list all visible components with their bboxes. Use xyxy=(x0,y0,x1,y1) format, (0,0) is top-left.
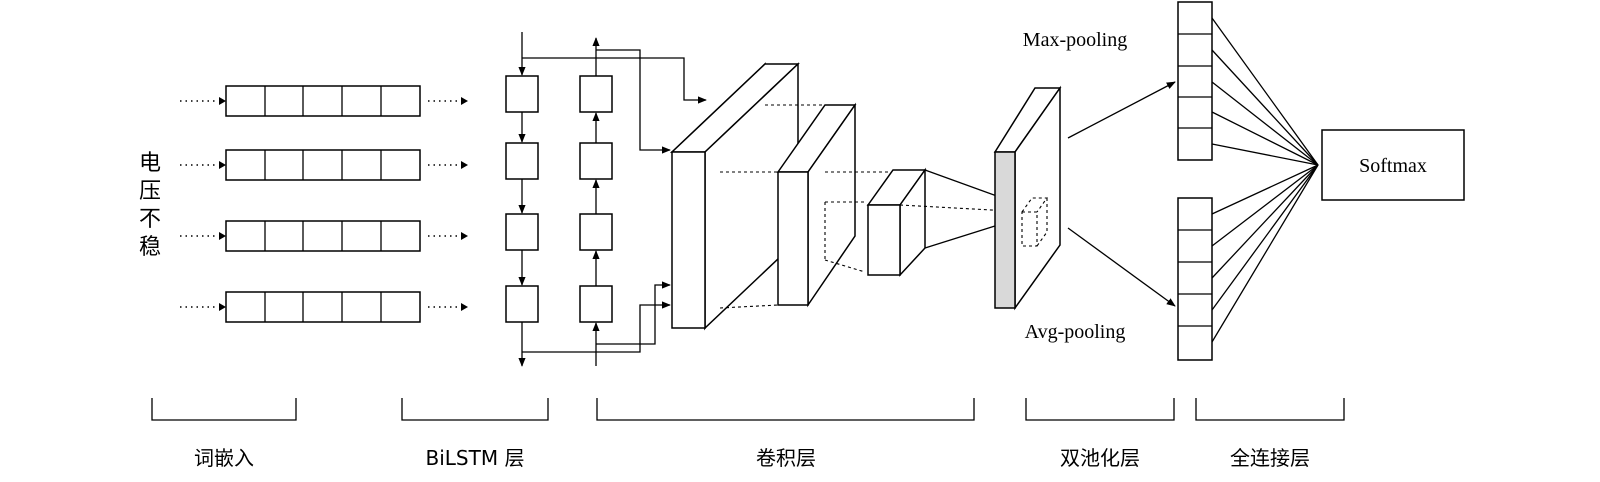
embedding-row xyxy=(180,85,468,117)
lstm-cell xyxy=(579,75,613,113)
lstm-cell xyxy=(579,213,613,251)
section-label-pooling: 双池化层 xyxy=(1060,446,1140,470)
avg-pooling-label: Avg-pooling xyxy=(1025,321,1126,343)
input-char-4: 稳 xyxy=(139,235,161,260)
fully-connected-layer xyxy=(1177,1,1319,361)
softmax-label: Softmax xyxy=(1359,155,1427,177)
convolution-layer xyxy=(670,62,1031,331)
bracket-embedding xyxy=(151,398,297,421)
embedding-vector xyxy=(225,149,421,181)
section-label-bilstm: BiLSTM 层 xyxy=(426,446,525,470)
bracket-bilstm xyxy=(401,398,549,421)
fc-vector-top xyxy=(1177,1,1213,161)
bilstm-layer xyxy=(505,32,707,367)
input-characters: 电 压 不 稳 xyxy=(139,151,161,260)
pooling-window-cube xyxy=(1021,197,1049,247)
fc-vector-bottom xyxy=(1177,197,1213,361)
fc-to-softmax-connections xyxy=(1211,17,1319,343)
conv-feature-map-1 xyxy=(670,62,800,331)
bilstm-to-conv-connectors xyxy=(522,49,707,353)
forward-lstm-column xyxy=(505,32,539,367)
lstm-cell xyxy=(505,142,539,180)
embedding-vector xyxy=(225,220,421,252)
softmax-node: Softmax xyxy=(1321,129,1465,201)
input-char-2: 压 xyxy=(139,179,161,204)
pooling-feature-map xyxy=(993,85,1062,311)
embedding-vector xyxy=(225,291,421,323)
lstm-cell xyxy=(505,75,539,113)
bracket-conv xyxy=(596,398,975,421)
pooling-front-face xyxy=(994,151,1016,309)
bracket-pooling xyxy=(1025,398,1175,421)
conv-feature-map-2 xyxy=(776,102,857,308)
dual-pooling-layer: Max-pooling Avg-pooling xyxy=(993,29,1176,343)
section-labels: 词嵌入 BiLSTM 层 卷积层 双池化层 全连接层 xyxy=(194,446,1310,470)
input-char-3: 不 xyxy=(139,207,161,232)
conv-feature-map-3 xyxy=(866,167,927,277)
input-char-1: 电 xyxy=(139,151,161,176)
section-label-embedding: 词嵌入 xyxy=(194,446,254,470)
section-label-fc: 全连接层 xyxy=(1230,446,1310,470)
lstm-cell xyxy=(579,285,613,323)
lstm-cell xyxy=(579,142,613,180)
embedding-vector xyxy=(225,85,421,117)
section-brackets xyxy=(151,398,1345,421)
embedding-row xyxy=(180,220,468,252)
lstm-cell xyxy=(505,285,539,323)
embedding-layer xyxy=(180,85,468,323)
embedding-row xyxy=(180,149,468,181)
embedding-row xyxy=(180,291,468,323)
bracket-fc xyxy=(1195,398,1345,421)
lstm-cell xyxy=(505,213,539,251)
max-pooling-label: Max-pooling xyxy=(1023,29,1127,51)
backward-lstm-column xyxy=(579,37,613,366)
section-label-conv: 卷积层 xyxy=(756,446,816,470)
